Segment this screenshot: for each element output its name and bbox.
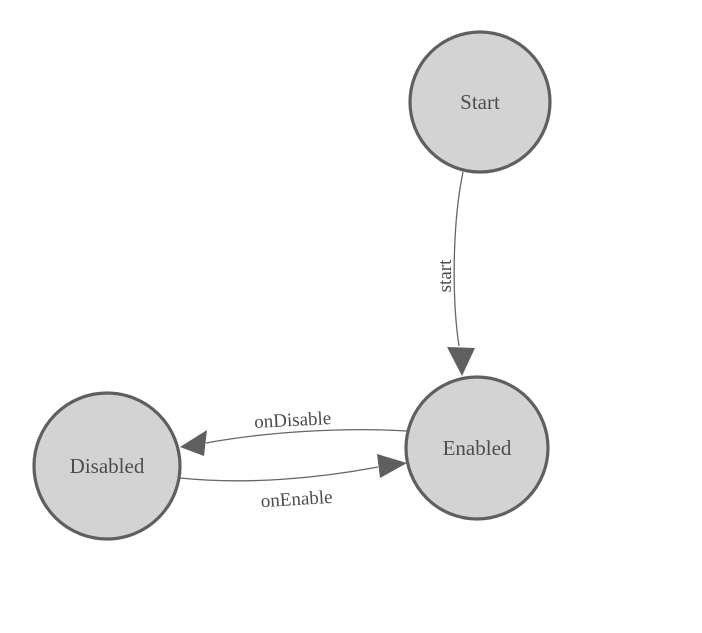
state-node-disabled: Disabled xyxy=(32,391,182,541)
edge-label-ondisable: onDisable xyxy=(254,408,332,433)
edge-label-start: start xyxy=(435,259,456,292)
transition-edge-onenable: onEnable xyxy=(179,454,407,512)
edge-line-start xyxy=(453,171,464,347)
edge-line-onenable xyxy=(179,466,379,482)
arrowhead-left-icon xyxy=(180,430,207,456)
state-label-start: Start xyxy=(460,90,500,114)
state-circle-start xyxy=(408,30,552,174)
arrowhead-down-icon xyxy=(447,347,475,376)
state-node-enabled: Enabled xyxy=(404,375,550,521)
edge-label-onenable: onEnable xyxy=(260,487,333,512)
state-circle-disabled xyxy=(32,391,182,541)
transition-edge-start: start xyxy=(435,171,475,376)
state-label-disabled: Disabled xyxy=(70,454,145,478)
state-circle-enabled xyxy=(404,375,550,521)
state-label-enabled: Enabled xyxy=(443,436,512,460)
transition-edge-ondisable: onDisable xyxy=(180,408,408,456)
arrowhead-right-icon xyxy=(377,454,407,478)
state-node-start: Start xyxy=(408,30,552,174)
edge-line-ondisable xyxy=(205,429,408,444)
